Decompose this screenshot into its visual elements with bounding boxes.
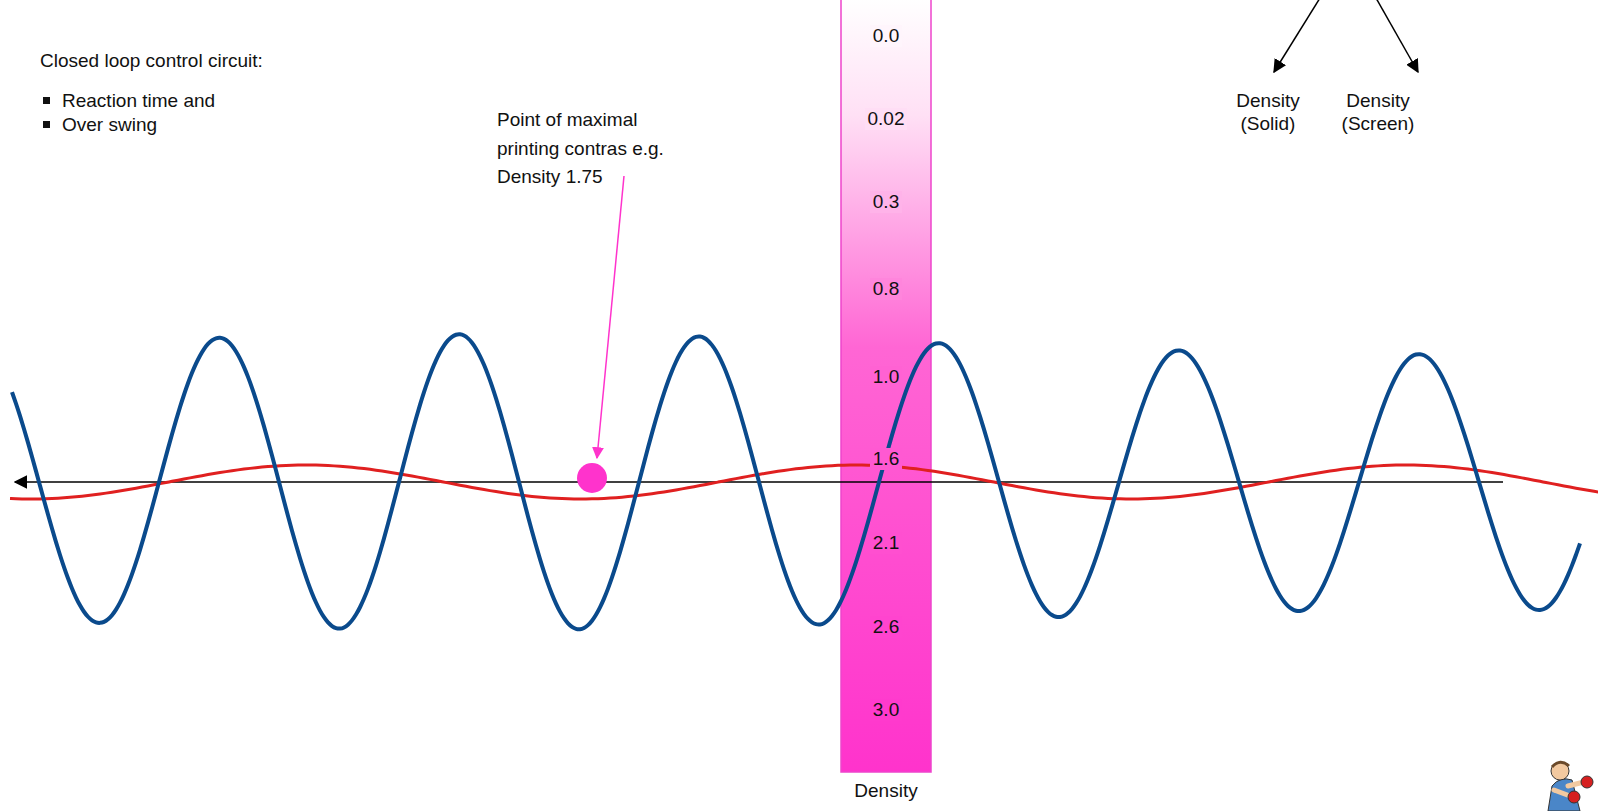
bullet bbox=[43, 97, 50, 104]
scale-value: 2.1 bbox=[870, 532, 902, 555]
density-label: Density (Solid) bbox=[1213, 90, 1323, 136]
fork-arrow bbox=[1376, 0, 1418, 72]
note-text: Reaction time and bbox=[62, 90, 215, 113]
note-text: Over swing bbox=[62, 114, 157, 137]
density-scale: 0.00.020.30.81.01.62.12.63.0Density bbox=[841, 0, 931, 772]
density-bar-layer bbox=[841, 0, 931, 772]
blue-wave bbox=[12, 334, 1580, 629]
boxer-icon bbox=[1548, 762, 1593, 811]
density-label: Density (Screen) bbox=[1323, 90, 1433, 136]
scale-title: Density bbox=[851, 780, 920, 803]
callout-text: Point of maximal printing contras e.g. D… bbox=[497, 106, 667, 192]
fork-arrow bbox=[1274, 0, 1320, 72]
bullet bbox=[43, 121, 50, 128]
scale-value: 2.6 bbox=[870, 616, 902, 639]
scale-value: 0.3 bbox=[870, 191, 902, 214]
scale-value: 0.02 bbox=[865, 108, 908, 131]
wave-layer bbox=[10, 334, 1598, 629]
scale-value: 1.0 bbox=[870, 366, 902, 389]
scale-value: 3.0 bbox=[870, 699, 902, 722]
note-text: Closed loop control circuit: bbox=[40, 50, 263, 73]
leader-line bbox=[597, 176, 624, 458]
scale-value: 0.0 bbox=[870, 25, 902, 48]
target-dot bbox=[577, 463, 607, 493]
scale-value: 1.6 bbox=[870, 448, 902, 471]
scale-value: 0.8 bbox=[870, 278, 902, 301]
density-bar bbox=[841, 0, 931, 772]
